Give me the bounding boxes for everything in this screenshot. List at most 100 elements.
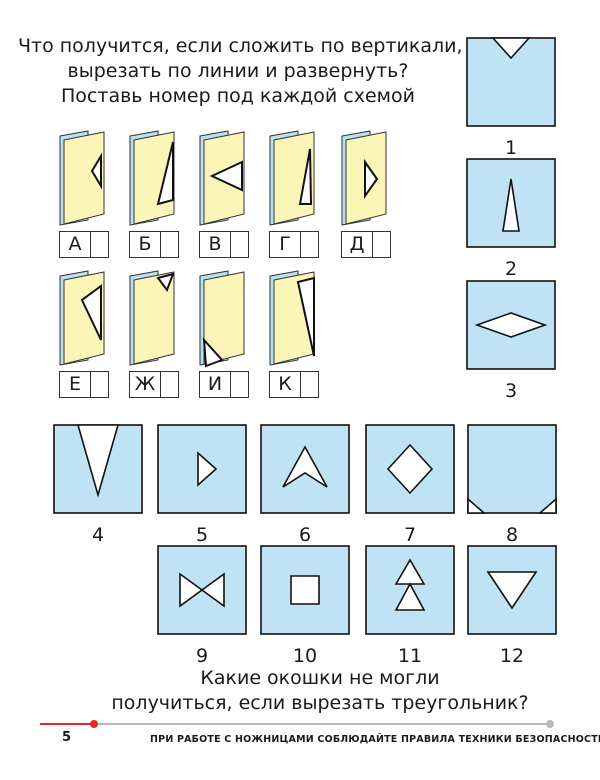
page-number: 5: [62, 730, 72, 745]
cut-window: [290, 575, 320, 605]
cut-window: [179, 572, 204, 608]
scheme-letter: А: [60, 232, 91, 257]
result-tile-6: [260, 424, 350, 514]
folded-paper-2: [129, 130, 175, 226]
folded-paper-1: [59, 130, 105, 226]
footer-dot-gray: [546, 720, 554, 728]
tile-number: 7: [403, 524, 417, 546]
answer-cell[interactable]: [231, 372, 248, 397]
cut-window: [474, 312, 548, 338]
folded-paper-7: [129, 270, 175, 366]
answer-box-5[interactable]: Д: [341, 231, 391, 258]
result-tile-2: [466, 158, 556, 248]
scheme-letter: Г: [270, 232, 301, 257]
result-tile-8: [467, 424, 557, 514]
tile-number: 5: [195, 524, 209, 546]
cut-triangle: [364, 158, 379, 200]
cut-window: [537, 497, 557, 514]
cut-window: [282, 445, 328, 488]
cut-window: [76, 424, 120, 498]
answer-cell[interactable]: [91, 372, 108, 397]
cut-triangle: [298, 148, 313, 205]
answer-cell[interactable]: [301, 372, 318, 397]
scheme-letter: Ж: [130, 372, 161, 397]
cut-triangle: [80, 284, 102, 341]
heading-line-3: Поставь номер под каждой схемой: [61, 85, 415, 107]
folded-paper-9: [269, 270, 315, 366]
scheme-letter: Е: [60, 372, 91, 397]
answer-box-1[interactable]: А: [59, 231, 109, 258]
cut-triangle: [156, 272, 175, 293]
cut-triangle: [90, 152, 102, 190]
answer-cell[interactable]: [231, 232, 248, 257]
tile-number: 1: [504, 137, 518, 159]
question-line-2: получиться, если вырезать треугольник?: [111, 692, 529, 714]
task-heading: Что получится, если сложить по вертикали…: [18, 34, 463, 109]
answer-box-2[interactable]: Б: [129, 231, 179, 258]
answer-box-3[interactable]: В: [199, 231, 249, 258]
folded-paper-3: [199, 130, 245, 226]
answer-cell[interactable]: [373, 232, 390, 257]
scheme-letter: К: [270, 372, 301, 397]
answer-box-9[interactable]: К: [269, 371, 319, 398]
cut-window: [502, 178, 520, 232]
tile-square: [467, 424, 557, 514]
footer-rule: [40, 720, 554, 728]
result-tile-9: [157, 545, 247, 635]
heading-line-2: вырезать по линии и развернуть?: [67, 60, 409, 82]
result-tile-10: [260, 545, 350, 635]
tile-number: 6: [298, 524, 312, 546]
cut-triangle: [202, 337, 224, 368]
answer-cell[interactable]: [91, 232, 108, 257]
tile-number: 2: [504, 258, 518, 280]
result-tile-7: [365, 424, 455, 514]
result-tile-1: [466, 37, 556, 127]
answer-cell[interactable]: [161, 232, 178, 257]
footer-dot-red: [90, 720, 98, 728]
bottom-question: Какие окошки не могли получиться, если в…: [110, 666, 530, 716]
result-tile-3: [466, 280, 556, 370]
question-line-1: Какие окошки не могли: [200, 667, 440, 689]
folded-paper-5: [341, 130, 387, 226]
tile-number: 12: [499, 645, 525, 667]
answer-cell[interactable]: [301, 232, 318, 257]
cut-window: [200, 572, 225, 608]
folded-paper-8: [199, 270, 245, 368]
scheme-letter: Б: [130, 232, 161, 257]
cut-triangle: [296, 276, 315, 357]
cut-window: [486, 571, 538, 610]
cut-window: [386, 443, 434, 495]
cut-triangle: [156, 141, 174, 206]
tile-number: 9: [195, 645, 209, 667]
scheme-letter: В: [200, 232, 231, 257]
tile-square: [260, 545, 350, 635]
tile-number: 11: [397, 645, 423, 667]
heading-line-1: Что получится, если сложить по вертикали…: [18, 35, 463, 57]
result-tile-5: [157, 424, 247, 514]
answer-box-4[interactable]: Г: [269, 231, 319, 258]
cut-window: [491, 37, 531, 60]
answer-box-6[interactable]: Е: [59, 371, 109, 398]
result-tile-12: [467, 545, 557, 635]
cut-triangle: [209, 160, 243, 192]
scheme-letter: Д: [342, 232, 373, 257]
paper-front-sheet: [133, 271, 175, 365]
tile-number: 4: [91, 524, 105, 546]
tile-number: 10: [292, 645, 318, 667]
tile-number: 8: [505, 524, 519, 546]
tile-square: [157, 545, 247, 635]
scheme-letter: И: [200, 372, 231, 397]
folded-paper-6: [59, 270, 105, 366]
safety-notice: ПРИ РАБОТЕ С НОЖНИЦАМИ СОБЛЮДАЙТЕ ПРАВИЛ…: [150, 734, 600, 745]
answer-box-7[interactable]: Ж: [129, 371, 179, 398]
tile-number: 3: [504, 380, 518, 402]
result-tile-4: [53, 424, 143, 514]
cut-window: [394, 582, 426, 611]
paper-front-sheet: [63, 131, 105, 225]
folded-paper-4: [269, 130, 315, 226]
cut-window: [197, 451, 218, 487]
answer-box-8[interactable]: И: [199, 371, 249, 398]
cut-window: [467, 497, 487, 514]
paper-front-sheet: [203, 271, 245, 365]
answer-cell[interactable]: [161, 372, 178, 397]
